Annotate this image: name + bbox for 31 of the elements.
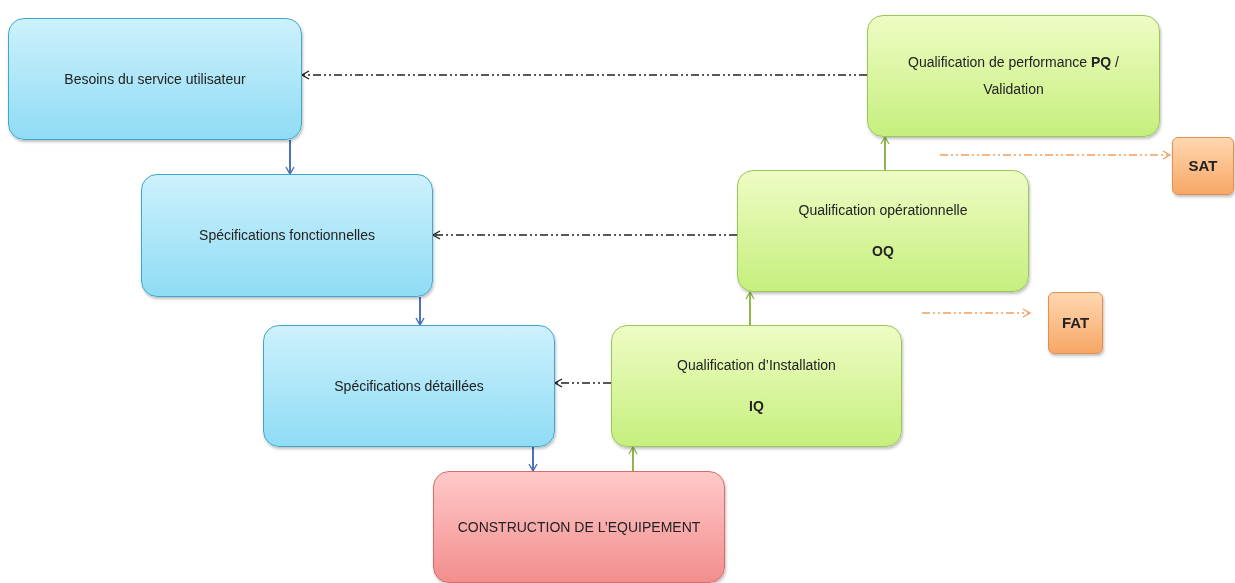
box-label: Besoins du service utilisateur	[64, 69, 246, 89]
arrow	[939, 150, 1171, 160]
box-label: SAT	[1188, 155, 1218, 176]
box-label: Qualification opérationnelle	[798, 201, 968, 221]
process-box	[141, 174, 433, 297]
process-box	[737, 170, 1029, 292]
tag-box	[1172, 137, 1234, 195]
arrow	[921, 308, 1031, 318]
process-box	[433, 471, 725, 583]
arrow	[528, 446, 538, 472]
process-box	[263, 325, 555, 447]
box-label: Qualification de performance PQ / Validation	[907, 53, 1120, 99]
box-label: Spécifications fonctionnelles	[199, 226, 375, 246]
arrow	[285, 139, 295, 175]
process-box	[8, 18, 302, 140]
tag-box	[1048, 292, 1103, 354]
process-box	[867, 15, 1160, 137]
arrow	[432, 230, 738, 240]
arrow	[301, 70, 868, 80]
box-label: Spécifications détaillées	[334, 376, 484, 396]
arrow	[554, 378, 612, 388]
process-box	[611, 325, 902, 447]
box-label: OQ	[872, 242, 894, 261]
arrow	[628, 446, 638, 472]
arrow	[745, 291, 755, 326]
box-label: Qualification d’Installation	[677, 356, 836, 376]
arrow	[415, 296, 425, 326]
arrow	[880, 136, 890, 171]
box-label: CONSTRUCTION DE L’EQUIPEMENT	[457, 517, 701, 537]
box-label: FAT	[1061, 312, 1090, 333]
box-label: IQ	[749, 397, 764, 416]
